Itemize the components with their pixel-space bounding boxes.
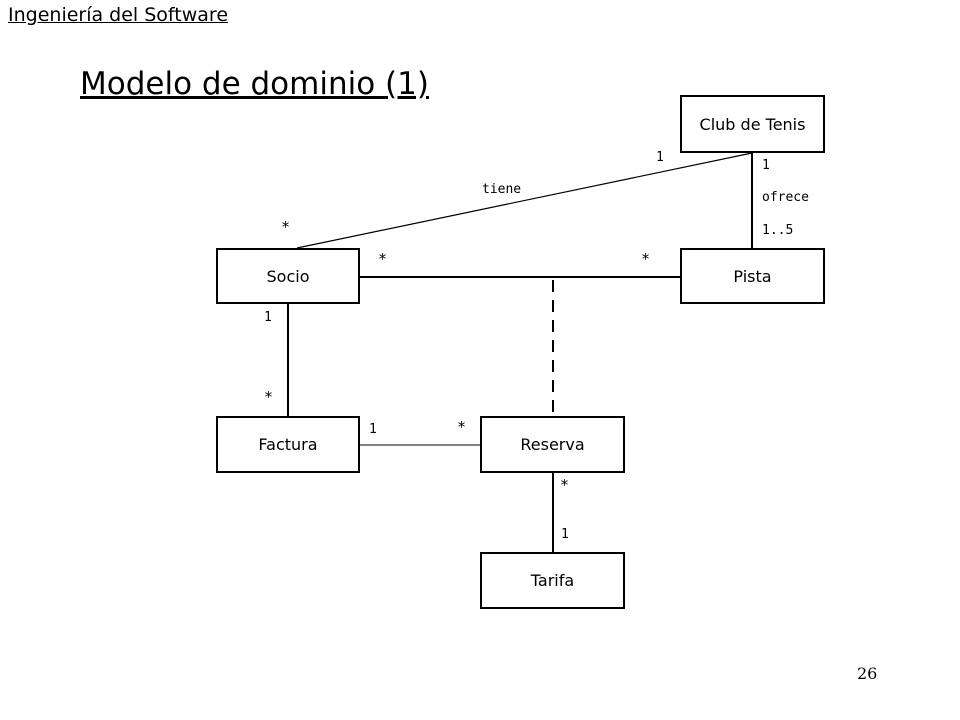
multiplicity-socio-factura-socio: 1 [264, 310, 272, 325]
multiplicity-ofrece-club: 1 [762, 158, 770, 173]
multiplicity-ofrece-pista: 1..5 [762, 223, 794, 238]
multiplicity-factura-reserva-factura: 1 [369, 422, 377, 437]
class-socio-label: Socio [266, 266, 310, 286]
multiplicity-tiene-socio: * [281, 218, 291, 236]
multiplicity-socio-pista-pista: * [641, 250, 651, 268]
multiplicity-reserva-tarifa-reserva: * [560, 476, 570, 494]
class-tarifa: Tarifa [480, 552, 625, 609]
class-pista: Pista [680, 248, 825, 304]
class-factura: Factura [216, 416, 360, 473]
course-header: Ingeniería del Software [8, 4, 229, 26]
assoc-tiene-line [296, 152, 753, 249]
class-club-de-tenis: Club de Tenis [680, 95, 825, 153]
class-reserva-label: Reserva [520, 435, 585, 454]
class-pista-label: Pista [733, 266, 772, 286]
class-club-de-tenis-label: Club de Tenis [699, 114, 806, 134]
multiplicity-tiene-club: 1 [656, 150, 664, 165]
class-socio: Socio [216, 248, 360, 304]
class-tarifa-label: Tarifa [530, 571, 575, 590]
assoc-ofrece-name: ofrece [762, 190, 809, 205]
class-reserva: Reserva [480, 416, 625, 473]
multiplicity-socio-pista-socio: * [378, 250, 388, 268]
assoc-tiene-name: tiene [482, 182, 522, 197]
multiplicity-factura-reserva-reserva: * [457, 418, 467, 436]
multiplicity-reserva-tarifa-tarifa: 1 [561, 527, 569, 542]
class-factura-label: Factura [258, 435, 318, 454]
page-number: 26 [857, 664, 878, 683]
slide-title: Modelo de dominio (1) [80, 66, 429, 102]
multiplicity-socio-factura-factura: * [264, 388, 274, 406]
